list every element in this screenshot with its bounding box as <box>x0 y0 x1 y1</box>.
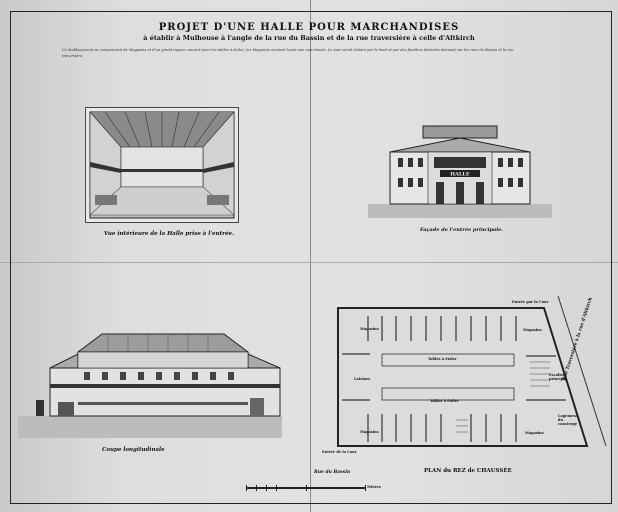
label-tables-north: Tables à étaler <box>428 357 457 361</box>
drawing-frame <box>10 11 612 504</box>
caption-facade: Façade de l'entrée principale. <box>420 227 504 233</box>
facade-drawing: HALLE <box>368 125 552 218</box>
label-escalier: Escalier principal <box>549 373 567 381</box>
fold-line <box>0 262 618 263</box>
scale-label: Mètres <box>367 485 381 489</box>
label-cour: Entrée de la Cour <box>322 450 357 454</box>
label-rue-bassin: Rue du Bassin <box>314 470 351 475</box>
interior-view-drawing <box>85 107 239 223</box>
label-magasins-ne: Magasins <box>523 328 542 332</box>
drawing-subtitle: à établir à Mulhouse à l'angle de la rue… <box>143 34 475 42</box>
label-tables-south: Tables à étaler <box>430 399 459 403</box>
label-latrines: Latrines <box>354 377 371 381</box>
scale-bar <box>246 485 366 491</box>
description-text: Ce établissement se composerait de Magas… <box>62 48 514 58</box>
drawing-title: PROJET D'UNE HALLE POUR MARCHANDISES <box>158 22 460 33</box>
label-entree-cour: Entrée par la Cour <box>512 300 549 304</box>
caption-interior: Vue intérieure de la Halle prise à l'ent… <box>104 231 234 237</box>
fold-line <box>310 0 311 512</box>
label-magasins-nw: Magasins <box>360 327 379 331</box>
facade-sign: HALLE <box>450 172 470 178</box>
ground-floor-plan <box>337 296 607 447</box>
label-logement: Logement du concierge <box>558 414 578 426</box>
caption-plan: PLAN du REZ de CHAUSSÉE <box>424 468 512 474</box>
section-drawing <box>18 333 282 438</box>
caption-section: Coupe longitudinale <box>102 447 165 453</box>
label-magasins-se: Magasins <box>525 431 544 435</box>
label-magasins-sw: Magasins <box>360 430 379 434</box>
